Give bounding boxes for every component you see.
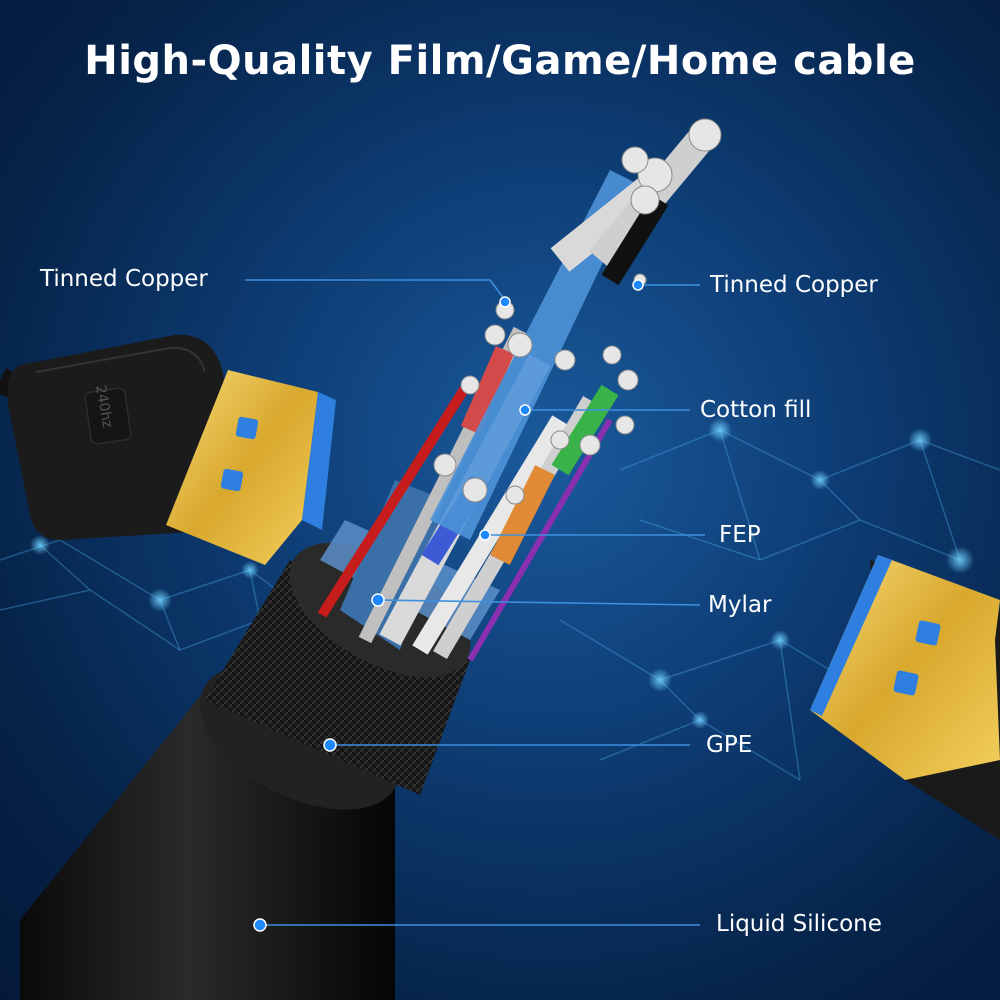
network-nodes [30, 418, 974, 729]
right-displayport-connector [810, 555, 1000, 840]
left-displayport-connector: 240hz [0, 334, 336, 565]
label-gpe: GPE [706, 732, 753, 758]
gpe-layer [205, 560, 470, 795]
connector-rating-text: 240hz [92, 384, 115, 429]
page-title: High-Quality Film/Game/Home cable [84, 38, 916, 84]
callout-lines [245, 279, 705, 926]
label-fep: FEP [719, 522, 761, 548]
cable-cutaway [20, 118, 722, 1000]
label-liquid-silicone: Liquid Silicone [716, 911, 882, 937]
label-mylar: Mylar [708, 592, 772, 618]
label-tinned-copper-right: Tinned Copper [710, 272, 878, 298]
label-tinned-copper-left: Tinned Copper [40, 266, 208, 292]
callout-dots [253, 279, 644, 932]
label-cotton-fill: Cotton fill [700, 397, 812, 423]
